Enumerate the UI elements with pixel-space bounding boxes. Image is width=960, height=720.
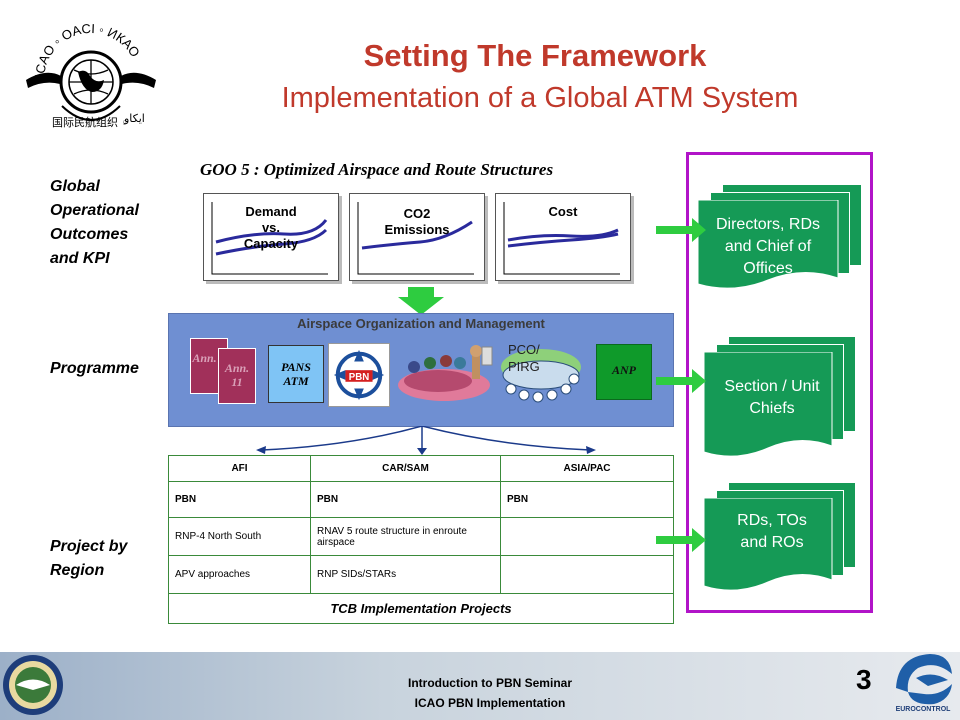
table-header: CAR/SAM xyxy=(310,455,501,482)
kpi-demand-capacity: Demand vs. Capacity xyxy=(203,193,339,281)
page-subtitle: Implementation of a Global ATM System xyxy=(281,82,799,114)
meeting-illustration xyxy=(398,345,493,401)
footer-text: Introduction to PBN Seminar ICAO PBN Imp… xyxy=(407,676,572,710)
eurocontrol-logo: EUROCONTROL xyxy=(888,648,958,720)
arrow-down-icon xyxy=(398,287,444,315)
pbn-logo: PBN xyxy=(328,343,390,407)
arrow-right-icon xyxy=(656,369,706,393)
programme-title: Airspace Organization and Management xyxy=(297,316,545,331)
audience-directors: Directors, RDs and Chief of Offices xyxy=(698,184,864,294)
arrow-right-icon xyxy=(656,528,706,552)
anp-document: ANP xyxy=(596,344,652,400)
row-label-programme: Programme xyxy=(50,360,139,377)
annex-11-document: Ann. 11 xyxy=(218,348,256,404)
goo-title: GOO 5 : Optimized Airspace and Route Str… xyxy=(200,160,554,179)
svg-text:ايكاو: ايكاو xyxy=(123,112,145,125)
row-label-outcomes: Global Operational Outcomes and KPI xyxy=(50,178,139,267)
table-footer-row: TCB Implementation Projects xyxy=(168,593,674,624)
table-header: AFI xyxy=(168,455,311,482)
pco-pirg-illustration xyxy=(501,349,581,403)
kpi-trend-chart xyxy=(211,202,328,275)
footer-bar xyxy=(0,652,960,720)
arrow-right-icon xyxy=(656,218,706,242)
icao-logo: ICAO ◦ OACI ◦ ИКАО 国际民航组织 ◦ ايكاو xyxy=(26,21,156,129)
audience-rds-tos: RDs, TOs and ROs xyxy=(698,482,864,596)
kpi-trend-chart xyxy=(357,202,474,275)
pans-atm-document: PANS ATM xyxy=(268,345,324,403)
kpi-cost: Cost xyxy=(495,193,631,281)
kpi-co2-emissions: CO2 Emissions xyxy=(349,193,485,281)
page-title: Setting The Framework xyxy=(363,38,707,73)
svg-text:国际民航组织 ◦: 国际民航组织 ◦ xyxy=(52,115,128,129)
page-number: 3 xyxy=(856,664,872,695)
pco-pirg-label: PCO/ PIRG xyxy=(508,342,540,374)
kpi-trend-chart xyxy=(503,202,620,275)
fan-out-arrows xyxy=(256,426,596,455)
table-header: ASIA/PAC xyxy=(500,455,674,482)
row-label-project: Project by Region xyxy=(50,538,128,579)
audience-section-chiefs: Section / Unit Chiefs xyxy=(698,336,864,464)
faa-seal xyxy=(3,655,63,715)
svg-text:PBN: PBN xyxy=(349,372,369,383)
